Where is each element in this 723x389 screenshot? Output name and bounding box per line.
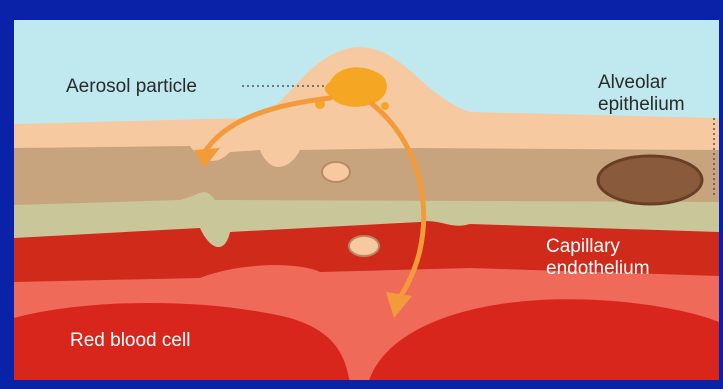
particle-fragment xyxy=(381,102,389,110)
aerosol-particle-label: Aerosol particle xyxy=(66,76,197,98)
red-blood-cell-label: Red blood cell xyxy=(70,330,190,352)
cell-nucleus xyxy=(598,156,702,204)
alveolar-epithelium-label-line1: Alveolar xyxy=(598,72,667,94)
vesicle xyxy=(322,162,350,182)
vesicle xyxy=(349,236,379,256)
alveolar-epithelium-label-line2: epithelium xyxy=(598,94,685,116)
capillary-endothelium-label-line1: Capillary xyxy=(546,236,620,258)
capillary-endothelium-label-line2: endothelium xyxy=(546,258,650,280)
